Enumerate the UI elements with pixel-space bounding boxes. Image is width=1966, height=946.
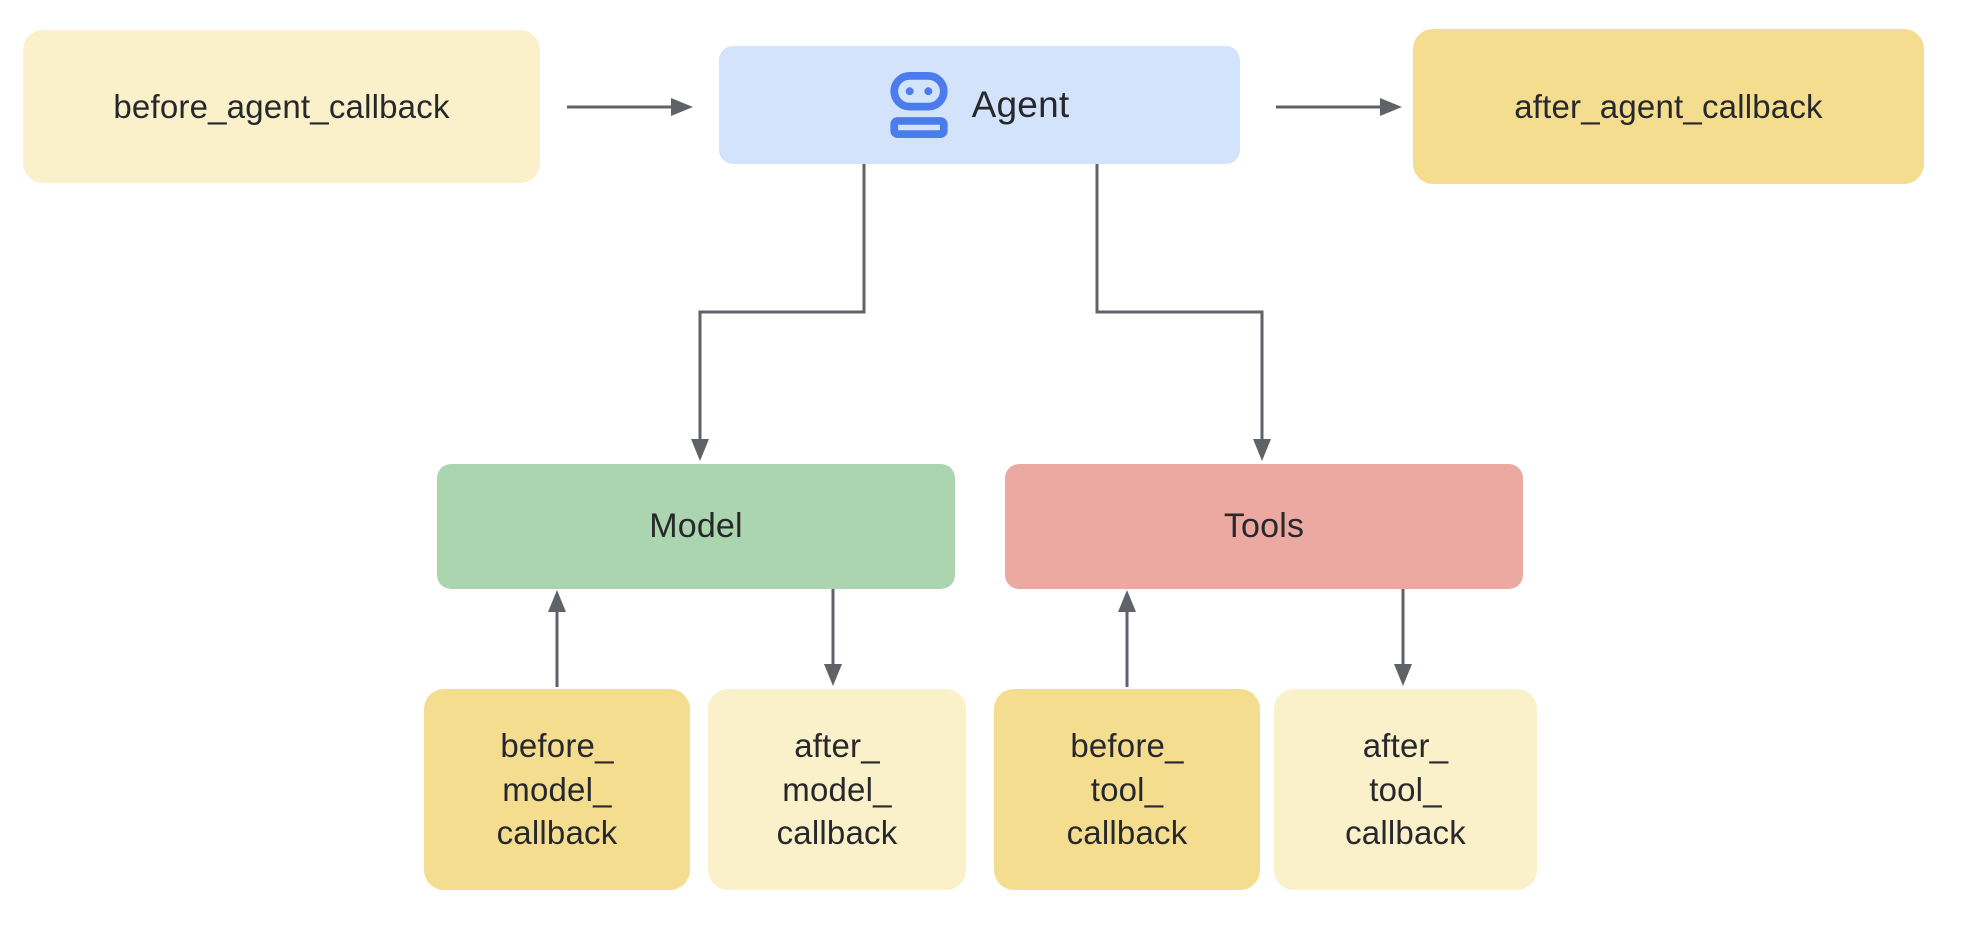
node-agent: Agent: [719, 46, 1240, 164]
node-label: after_agent_callback: [1514, 87, 1823, 125]
robot-icon: [890, 72, 948, 138]
edge-agent-to-tools: [1095, 164, 1271, 461]
node-label: Tools: [1223, 507, 1305, 545]
node-after-tool-callback: after_ tool_ callback: [1274, 689, 1537, 890]
node-label: after_ model_ callback: [776, 727, 898, 852]
node-before-tool-callback: before_ tool_ callback: [994, 689, 1260, 890]
node-before-agent-callback: before_agent_callback: [23, 30, 540, 183]
node-before-model-callback: before_ model_ callback: [424, 689, 690, 890]
node-label: before_agent_callback: [113, 87, 450, 125]
node-label: before_ model_ callback: [496, 727, 618, 852]
node-label: before_ tool_ callback: [1066, 727, 1188, 852]
node-label: Agent: [971, 84, 1070, 125]
node-after-model-callback: after_ model_ callback: [708, 689, 966, 890]
node-tools: Tools: [1005, 464, 1523, 589]
node-model: Model: [437, 464, 955, 589]
node-label: Model: [649, 507, 743, 545]
edge-agent-to-model: [691, 164, 866, 461]
node-after-agent-callback: after_agent_callback: [1413, 29, 1924, 184]
node-label: after_ tool_ callback: [1345, 727, 1466, 852]
